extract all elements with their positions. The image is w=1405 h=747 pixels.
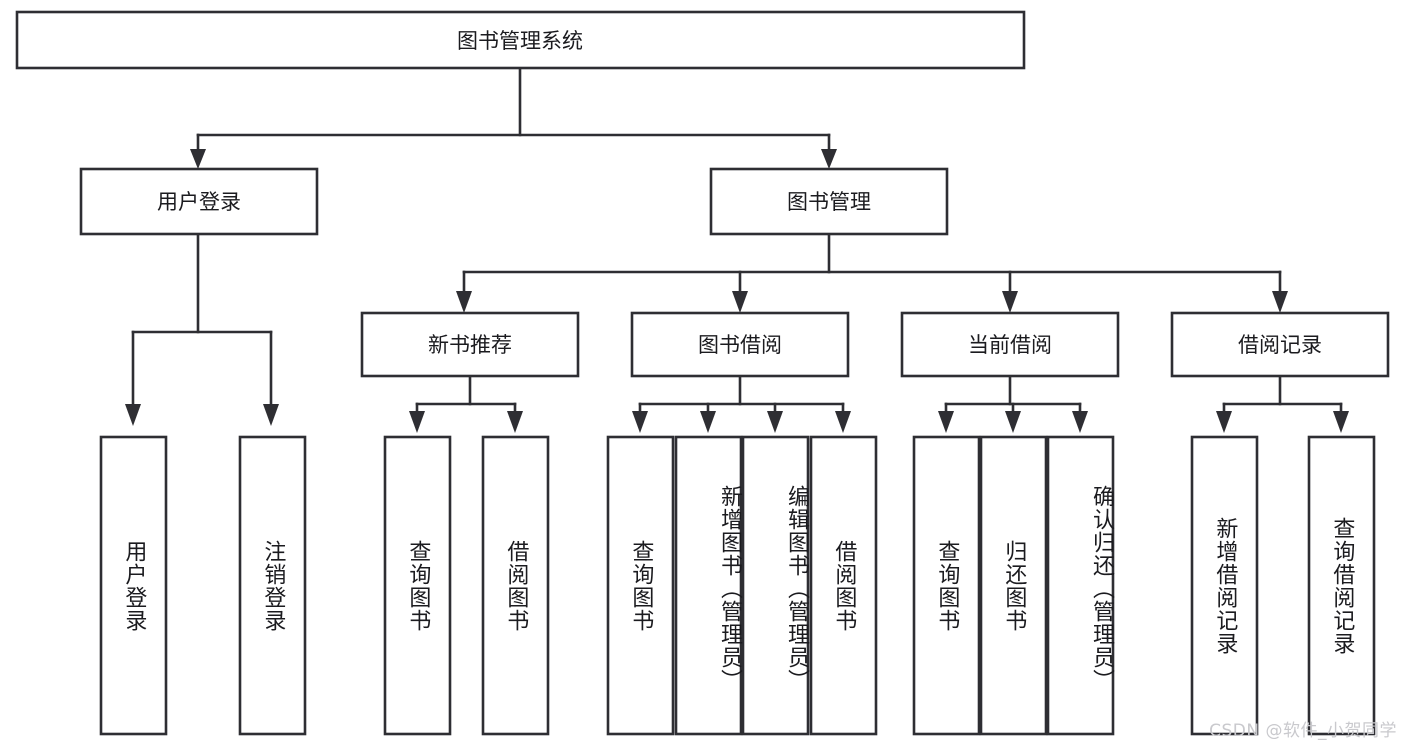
leaf-box-edit-book: [741, 435, 810, 736]
leaf-box-query-book-1: [383, 435, 452, 736]
leaf-box-borrow-book-1: [481, 435, 550, 736]
node-label-new-book: 新书推荐: [428, 333, 512, 357]
arrow-borrow-book: [732, 291, 748, 313]
arrow-leaf-query-book-1: [409, 411, 425, 433]
leaf-box-borrow-book-2: [809, 435, 878, 736]
leaf-box-logout: [238, 435, 307, 736]
leaf-box-return-book: [979, 435, 1048, 736]
arrow-leaf-borrow-book-2: [835, 411, 851, 433]
arrow-leaf-add-book: [700, 411, 716, 433]
watermark-text: CSDN @软件_小贺同学: [1209, 721, 1397, 741]
arrow-leaf-query-book-2: [632, 411, 648, 433]
node-label-borrow-record: 借阅记录: [1238, 333, 1322, 357]
leaf-box-confirm-return: [1046, 435, 1115, 736]
arrow-leaf-user-login: [125, 404, 141, 426]
node-label-root: 图书管理系统: [457, 29, 583, 53]
node-root-box: [15, 10, 1026, 70]
connector-group: [125, 66, 1349, 433]
node-user-login-box: [79, 167, 319, 236]
leaf-box-add-book: [674, 435, 743, 736]
arrow-to-user-login: [190, 149, 206, 169]
node-label-user-login: 用户登录: [157, 190, 241, 214]
node-label-borrow-book: 图书借阅: [698, 333, 782, 357]
arrow-leaf-edit-book: [767, 411, 783, 433]
arrow-leaf-logout: [263, 404, 279, 426]
arrow-borrow-record: [1272, 291, 1288, 313]
leaf-box-query-record: [1307, 435, 1376, 736]
arrow-leaf-borrow-book-1: [507, 411, 523, 433]
node-current-borrow-box: [900, 311, 1120, 378]
node-book-manage-box: [709, 167, 949, 236]
arrow-leaf-add-record: [1216, 411, 1232, 433]
leaf-box-add-record: [1190, 435, 1259, 736]
arrow-leaf-query-book-3: [938, 411, 954, 433]
arrow-leaf-confirm-return: [1072, 411, 1088, 433]
node-label-current-borrow: 当前借阅: [968, 333, 1052, 357]
leaf-box-query-book-3: [912, 435, 981, 736]
node-borrow-book-box: [630, 311, 850, 378]
node-new-book-box: [360, 311, 580, 378]
arrow-leaf-return-book: [1005, 411, 1021, 433]
arrow-new-book: [456, 291, 472, 313]
arrow-leaf-query-record: [1333, 411, 1349, 433]
arrow-current-borrow: [1002, 291, 1018, 313]
leaf-box-query-book-2: [606, 435, 675, 736]
node-label-book-manage: 图书管理: [787, 190, 871, 214]
node-borrow-record-box: [1170, 311, 1390, 378]
leaf-box-user-login: [99, 435, 168, 736]
arrow-to-book-manage: [821, 149, 837, 169]
